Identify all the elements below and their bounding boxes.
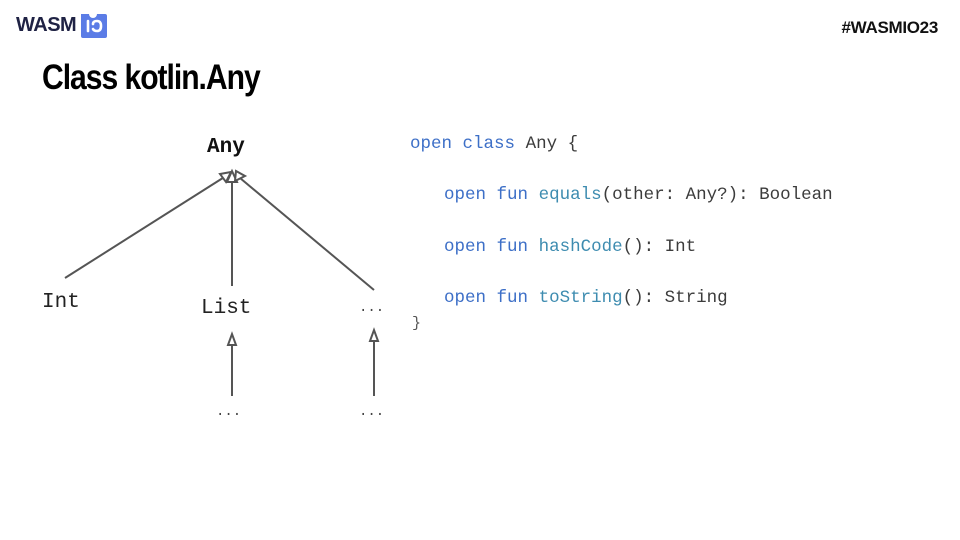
node-list: List xyxy=(201,297,252,320)
code-function-name: hashCode xyxy=(538,237,623,257)
code-class-declaration: open class Any { xyxy=(410,134,578,154)
arrow-sub-to-list xyxy=(226,331,238,396)
wasm-io-logo: WASM xyxy=(16,12,109,38)
code-function-name: toString xyxy=(538,288,623,308)
arrow-ellipsis-to-any xyxy=(233,169,375,291)
node-ellipsis-subtype: ... xyxy=(359,404,385,420)
code-keyword: fun xyxy=(496,288,529,308)
slide-title: Class kotlin.Any xyxy=(42,58,261,97)
node-ellipsis: ... xyxy=(359,300,385,316)
wasm-io-badge-icon xyxy=(81,14,108,38)
code-keyword: open xyxy=(444,237,487,257)
code-text: (): String xyxy=(622,288,728,308)
code-keyword: open xyxy=(444,288,487,308)
node-int: Int xyxy=(42,291,80,314)
code-method-hashcode: open fun hashCode(): Int xyxy=(444,237,696,257)
code-function-name: equals xyxy=(538,185,602,205)
code-keyword: open xyxy=(410,134,453,154)
code-method-tostring: open fun toString(): String xyxy=(444,288,728,308)
logo-text: WASM xyxy=(16,13,77,36)
arrow-int-to-any xyxy=(64,170,233,279)
arrow-sub-to-ellipsis xyxy=(368,327,380,396)
code-closing-brace: } xyxy=(412,315,422,332)
code-keyword: fun xyxy=(496,237,529,257)
code-keyword: class xyxy=(462,134,516,154)
code-text: Any { xyxy=(525,134,579,154)
code-block: open class Any { open fun equals(other: … xyxy=(410,130,833,332)
hashtag: #WASMIO23 xyxy=(841,18,939,37)
code-method-equals: open fun equals(other: Any?): Boolean xyxy=(444,185,833,205)
code-text: (): Int xyxy=(622,237,697,257)
code-keyword: open xyxy=(444,185,487,205)
node-any: Any xyxy=(207,136,245,159)
arrow-list-to-any xyxy=(225,168,239,286)
code-keyword: fun xyxy=(496,185,529,205)
node-list-subtype: ... xyxy=(216,404,242,420)
code-text: (other: Any?): Boolean xyxy=(601,185,833,205)
